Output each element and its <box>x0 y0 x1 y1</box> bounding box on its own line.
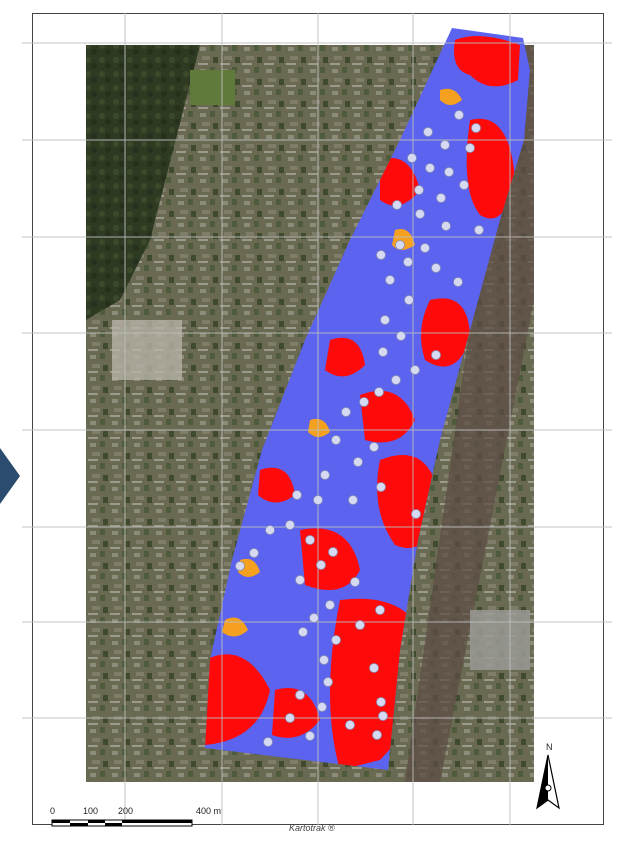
sample-point <box>404 295 414 305</box>
sample-point <box>385 275 395 285</box>
sample-point <box>436 193 446 203</box>
sample-point <box>471 123 481 133</box>
north-label: N <box>546 742 553 752</box>
forest-area <box>86 45 200 320</box>
sample-point <box>235 561 245 571</box>
sample-point <box>317 702 327 712</box>
sample-point <box>325 600 335 610</box>
map-grid <box>22 13 612 825</box>
sample-point <box>320 470 330 480</box>
railway-corridor <box>405 45 534 782</box>
nav-arrow-icon[interactable] <box>0 448 20 504</box>
sample-point <box>396 331 406 341</box>
scale-label-0: 0 <box>50 806 56 816</box>
sample-point <box>309 613 319 623</box>
sample-point <box>378 347 388 357</box>
sample-point <box>316 560 326 570</box>
sample-point <box>305 535 315 545</box>
sample-point <box>305 731 315 741</box>
sample-point <box>374 387 384 397</box>
sample-point <box>454 110 464 120</box>
sample-point <box>380 315 390 325</box>
sample-point <box>331 435 341 445</box>
sample-point <box>341 407 351 417</box>
sample-points <box>235 110 484 747</box>
sample-point <box>376 250 386 260</box>
sample-point <box>376 482 386 492</box>
sample-point <box>265 525 275 535</box>
sample-point <box>474 225 484 235</box>
sample-point <box>298 627 308 637</box>
sample-point <box>420 243 430 253</box>
sample-point <box>441 221 451 231</box>
sample-point <box>328 547 338 557</box>
sample-point <box>376 697 386 707</box>
scale-label-200: 200 <box>118 806 134 816</box>
sample-point <box>375 605 385 615</box>
sample-point <box>345 720 355 730</box>
sample-point <box>459 180 469 190</box>
sample-point <box>359 397 369 407</box>
sample-point <box>355 620 365 630</box>
sample-point <box>319 655 329 665</box>
sample-point <box>415 209 425 219</box>
sample-point <box>403 257 413 267</box>
sample-point <box>348 495 358 505</box>
sample-point <box>440 140 450 150</box>
parking-area <box>470 610 530 670</box>
sample-point <box>453 277 463 287</box>
sample-point <box>425 163 435 173</box>
sample-point <box>391 375 401 385</box>
sample-point <box>263 737 273 747</box>
sample-point <box>292 490 302 500</box>
scale-label-100: 100 <box>83 806 99 816</box>
sample-point <box>295 690 305 700</box>
sample-point <box>395 240 405 250</box>
sample-point <box>392 200 402 210</box>
sample-point <box>411 509 421 519</box>
sample-point <box>431 350 441 360</box>
sample-point <box>350 577 360 587</box>
sample-point <box>353 457 363 467</box>
sample-point <box>410 365 420 375</box>
sample-point <box>285 713 295 723</box>
sample-point <box>423 127 433 137</box>
sample-point <box>431 263 441 273</box>
sample-point <box>378 711 388 721</box>
industrial-site <box>112 320 182 380</box>
sample-point <box>295 575 305 585</box>
sample-point <box>285 520 295 530</box>
sample-point <box>369 442 379 452</box>
sample-point <box>465 143 475 153</box>
sample-point <box>313 495 323 505</box>
map-credit: Kartotrak ® <box>289 823 335 833</box>
sample-point <box>369 663 379 673</box>
sample-point <box>444 167 454 177</box>
sample-point <box>372 730 382 740</box>
sample-point <box>407 153 417 163</box>
scale-label-400: 400 m <box>196 806 222 816</box>
sample-point <box>331 635 341 645</box>
sample-point <box>249 548 259 558</box>
north-arrow-icon <box>536 754 560 810</box>
green-field <box>190 70 235 105</box>
sample-point <box>414 185 424 195</box>
scale-bar-icon <box>51 819 193 827</box>
sample-point <box>323 677 333 687</box>
